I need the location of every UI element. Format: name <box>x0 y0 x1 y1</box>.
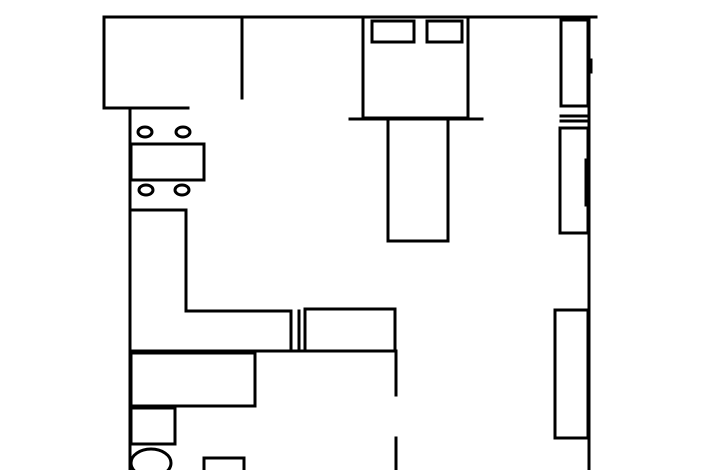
dining-set <box>129 125 206 197</box>
bench <box>386 117 450 243</box>
sofa <box>553 308 590 440</box>
dining-table <box>129 142 206 182</box>
wardrobe-middle <box>558 126 590 235</box>
bed <box>348 15 484 121</box>
chair-top-left <box>136 125 154 139</box>
toilet <box>129 447 173 470</box>
wardrobe-top <box>559 18 590 108</box>
chair-bottom-left <box>137 183 155 197</box>
chair-top-right <box>174 125 192 139</box>
bathroom-cabinet <box>129 406 177 446</box>
kitchen-counter <box>129 208 293 353</box>
kitchen-island <box>303 307 397 353</box>
chair-bottom-right <box>173 183 191 197</box>
pillow-left <box>370 19 416 44</box>
pillow-right <box>425 19 464 44</box>
bathroom-sink <box>202 456 246 470</box>
bathroom-vanity <box>129 351 257 408</box>
